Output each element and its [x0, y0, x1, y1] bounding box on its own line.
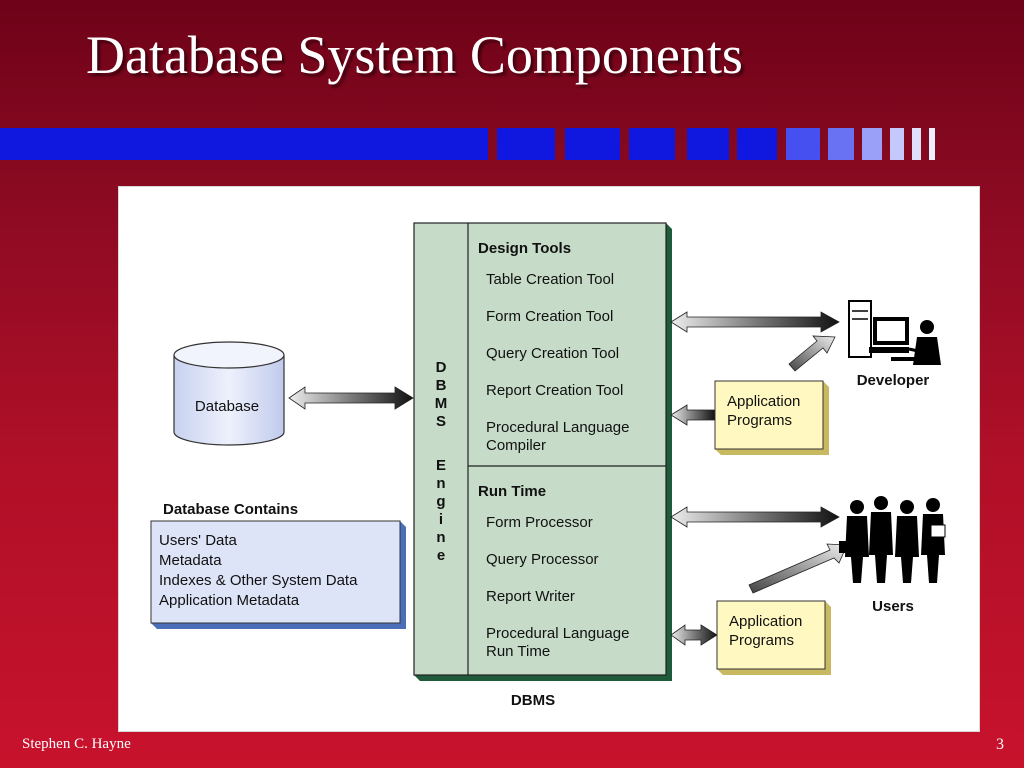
run-time-item: Procedural Language: [486, 625, 629, 642]
double-arrow-icon: [670, 506, 840, 528]
run-time-item: Query Processor: [486, 551, 599, 568]
stripe-segment: [565, 128, 620, 160]
design-tool-item: Form Creation Tool: [486, 308, 613, 325]
database-contains-box: [150, 520, 406, 629]
stripe-segment: [0, 128, 488, 160]
run-time-header: Run Time: [478, 483, 546, 500]
engine-letter: S: [436, 413, 446, 430]
diagonal-arrow-icon: [788, 335, 836, 372]
contains-item: Indexes & Other System Data: [159, 572, 358, 589]
database-contains-title: Database Contains: [163, 501, 298, 518]
database-label: Database: [195, 398, 259, 415]
engine-letter: M: [435, 395, 448, 412]
database-cylinder-icon: [173, 341, 285, 446]
app-programs-label: Programs: [729, 632, 794, 649]
dbms-label: DBMS: [511, 692, 555, 709]
developer-label: Developer: [857, 372, 930, 389]
engine-letter: g: [436, 493, 445, 510]
design-tool-item: Compiler: [486, 437, 546, 454]
engine-letter: E: [436, 457, 446, 474]
run-time-item: Report Writer: [486, 588, 575, 605]
slide-title: Database System Components: [86, 25, 743, 85]
stripe-segment: [497, 128, 555, 160]
design-tool-item: Query Creation Tool: [486, 345, 619, 362]
design-tool-item: Procedural Language: [486, 419, 629, 436]
computer-workstation-icon: [848, 300, 941, 365]
stripe-segment: [890, 128, 904, 160]
contains-item: Users' Data: [159, 532, 238, 549]
app-programs-label: Application: [727, 393, 800, 410]
design-tool-item: Table Creation Tool: [486, 271, 614, 288]
arrow-icon: [670, 404, 716, 426]
stripe-segment: [629, 128, 675, 160]
run-time-item: Form Processor: [486, 514, 593, 531]
design-tools-header: Design Tools: [478, 240, 571, 257]
footer-author: Stephen C. Hayne: [22, 736, 131, 752]
stripe-segment: [737, 128, 777, 160]
app-programs-label: Application: [729, 613, 802, 630]
people-group-icon: [839, 496, 946, 583]
engine-letter: e: [437, 547, 445, 564]
double-arrow-icon: [670, 311, 840, 333]
stripe-segment: [912, 128, 921, 160]
application-programs-box-top: [714, 380, 829, 455]
stripe-segment: [862, 128, 882, 160]
design-tool-item: Report Creation Tool: [486, 382, 623, 399]
dbms-diagram: Database Database Contains Users' Data M…: [150, 222, 946, 709]
engine-letter: n: [436, 529, 445, 546]
double-arrow-icon: [288, 386, 414, 410]
engine-letter: D: [436, 359, 447, 376]
users-label: Users: [872, 598, 914, 615]
page-number: 3: [996, 736, 1004, 753]
app-programs-label: Programs: [727, 412, 792, 429]
stripe-segment: [828, 128, 854, 160]
contains-item: Application Metadata: [159, 592, 300, 609]
stripe-segment: [687, 128, 729, 160]
diagonal-arrow-icon: [748, 543, 848, 594]
contains-item: Metadata: [159, 552, 222, 569]
engine-letter: n: [436, 475, 445, 492]
run-time-item: Run Time: [486, 643, 550, 660]
engine-letter: i: [439, 511, 443, 528]
dbms-diagram-figure: Database Database Contains Users' Data M…: [118, 186, 980, 732]
double-arrow-icon: [670, 624, 718, 646]
stripe-segment: [929, 128, 935, 160]
application-programs-box-bottom: [716, 600, 831, 675]
dbms-engine-panel: [413, 222, 672, 681]
stripe-segment: [786, 128, 820, 160]
engine-letter: B: [436, 377, 447, 394]
dbms-engine-vertical-label: D B M S E n g i n e: [435, 359, 448, 564]
